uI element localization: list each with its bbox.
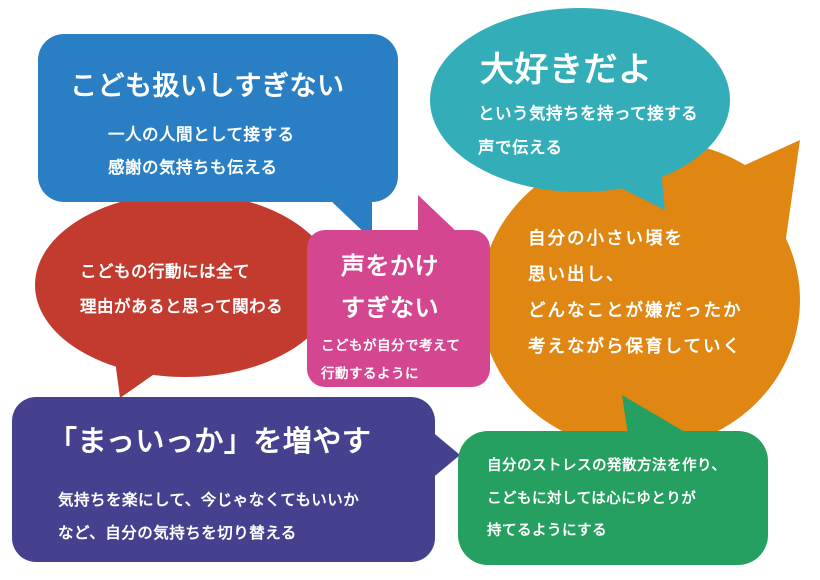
orange-bubble-line-1: 自分の小さい頃を [528, 229, 684, 249]
orange-bubble-line-4: 考えながら保育していく [528, 337, 742, 357]
pink-bubble-line-1: こどもが自分で考えて [321, 338, 461, 354]
teal-bubble [430, 8, 730, 210]
red-bubble-line-2: 理由があると思って関わる [80, 297, 284, 316]
teal-bubble-line-1: という気持ちを持って接する [478, 104, 699, 123]
purple-bubble-line-1: 気持ちを楽にして、今じゃなくてもいいか [58, 491, 360, 509]
blue-bubble-line-1: 一人の人間として接する [108, 125, 295, 144]
purple-bubble-line-2: など、自分の気持ちを切り替える [58, 524, 297, 542]
orange-bubble-line-2: 思い出し、 [528, 265, 626, 285]
pink-bubble [307, 195, 490, 387]
teal-bubble-line-2: 声で伝える [478, 138, 563, 157]
orange-bubble [480, 140, 800, 450]
pink-bubble-title-line-1: 声をかけ [341, 252, 439, 280]
red-bubble-line-1: こどもの行動には全て [80, 262, 250, 281]
green-bubble [458, 395, 768, 565]
orange-bubble-line-3: どんなことが嫌だったか [528, 301, 743, 321]
pink-bubble-line-2: 行動するように [321, 366, 419, 382]
blue-bubble-title: こども扱いしすぎない [70, 71, 345, 102]
red-bubble [35, 193, 335, 398]
blue-bubble-line-2: 感謝の気持ちも伝える [108, 158, 278, 177]
purple-bubble [12, 397, 460, 562]
green-bubble-line-2: こどもに対しては心にゆとりが [487, 491, 697, 507]
pink-bubble-title-line-2: すぎない [341, 294, 439, 322]
purple-bubble-title: 「まっいっか」を増やす [48, 424, 372, 458]
green-bubble-line-1: 自分のストレスの発散方法を作り、 [487, 458, 727, 474]
green-bubble-line-3: 持てるようにする [487, 523, 608, 539]
teal-bubble-title: 大好きだよ [480, 50, 653, 90]
